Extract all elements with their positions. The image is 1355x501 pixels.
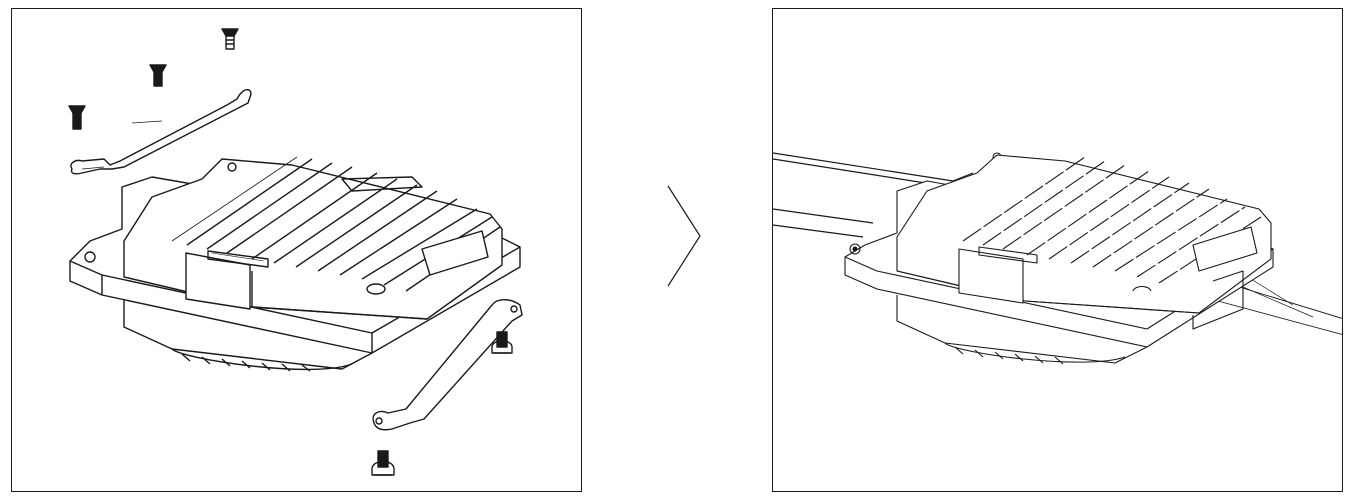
controller-module (844, 152, 1274, 365)
chevron-right-icon (667, 185, 701, 287)
screw-icon (68, 105, 86, 130)
mounting-bracket-bottom (372, 299, 523, 431)
step-panel-after (772, 8, 1343, 492)
mounting-bracket-top (70, 89, 252, 175)
exploded-assembly-diagram (68, 28, 523, 476)
screw-icon (149, 64, 167, 87)
installed-assembly-diagram (773, 152, 1342, 365)
screw-icon (491, 331, 513, 354)
screw-icon (371, 450, 395, 476)
screw-icon (221, 28, 239, 50)
step-panel-before (11, 8, 582, 492)
controller-module (69, 156, 521, 372)
